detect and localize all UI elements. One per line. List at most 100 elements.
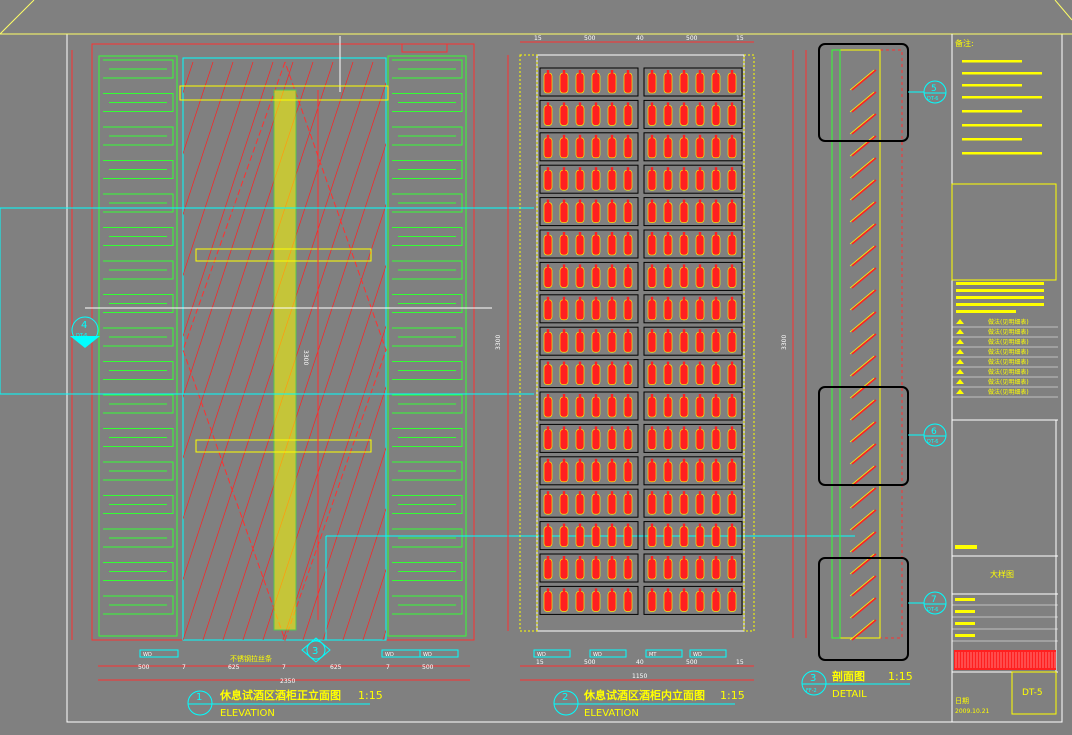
- wine-bottle: [695, 72, 705, 94]
- wine-bottle-neck: [730, 556, 734, 561]
- detail-box: [818, 557, 909, 661]
- section-hatch-line: [849, 531, 875, 553]
- callout-5[interactable]: 5 DT-6: [908, 80, 947, 104]
- callout-ref: DT-6: [927, 439, 938, 445]
- wine-bottle-neck: [730, 264, 734, 270]
- wine-bottle-neck: [698, 426, 702, 432]
- wine-bottle-neck: [594, 264, 598, 270]
- wine-bottle: [663, 396, 673, 418]
- wine-bottle-neck: [650, 102, 654, 108]
- wine-bottle: [543, 364, 553, 385]
- wine-bottle-neck: [730, 199, 734, 205]
- callout-6[interactable]: 6 DT-6: [908, 423, 947, 447]
- wine-bottle: [711, 526, 721, 547]
- section-hatch-line: [849, 355, 875, 377]
- hatch-line: [183, 62, 294, 398]
- wine-bottle: [623, 558, 633, 580]
- note-line: [962, 60, 1022, 63]
- wine-bottle-neck: [626, 264, 630, 270]
- wine-bottle: [663, 137, 673, 159]
- section-hatch-line: [851, 91, 877, 113]
- wine-bottle: [679, 202, 689, 223]
- wine-bottle-neck: [714, 232, 718, 237]
- wine-bottle-neck: [626, 588, 630, 594]
- section-hatch-line: [849, 289, 875, 311]
- material-tag: [689, 649, 727, 658]
- section-hatch-line: [851, 399, 877, 421]
- wine-bottle: [711, 169, 721, 191]
- rack-shelf: [392, 227, 463, 246]
- wine-cell: [643, 553, 743, 583]
- wine-bottle: [727, 234, 737, 256]
- callout-ref: DT-6: [927, 607, 938, 613]
- wine-bottle: [607, 105, 617, 126]
- material-tag: [139, 649, 179, 658]
- wine-bottle-neck: [610, 264, 614, 270]
- wine-bottle-neck: [714, 264, 718, 270]
- wine-bottle-neck: [698, 588, 702, 594]
- callout-3[interactable]: 3: [301, 535, 855, 663]
- wine-bottle-neck: [682, 458, 686, 464]
- legend-label: 做法(见明细表): [988, 378, 1029, 386]
- wine-bottle: [543, 169, 553, 191]
- wine-bottle: [575, 396, 585, 418]
- wine-bottle: [543, 105, 553, 126]
- hatch-line: [242, 203, 386, 640]
- wine-bottle-neck: [698, 491, 702, 497]
- wine-bottle: [607, 169, 617, 191]
- wine-bottle: [559, 558, 569, 580]
- wine-bottle: [679, 267, 689, 288]
- wine-cell: [643, 261, 743, 291]
- section-hatch-line: [851, 69, 877, 91]
- wine-bottle: [575, 364, 585, 385]
- wine-bottle: [679, 234, 689, 256]
- sheet-border-corner: [1054, 0, 1072, 21]
- callout-7[interactable]: 7 DT-6: [908, 591, 947, 615]
- hatch-line: [563, 62, 753, 640]
- view-number: 2: [562, 692, 568, 703]
- wine-bottle-neck: [666, 102, 670, 108]
- hatch-line: [0, 62, 33, 640]
- wine-bottle: [711, 105, 721, 126]
- wine-bottle-neck: [626, 296, 630, 302]
- dim-text: 15: [536, 659, 544, 666]
- wine-bottle: [647, 396, 657, 418]
- wine-rack-right: [387, 55, 467, 637]
- wine-bottle: [543, 558, 553, 580]
- callout-circle: [923, 423, 947, 447]
- callout-4[interactable]: 4 DT-6: [0, 207, 534, 395]
- spec-lines: [956, 282, 1044, 313]
- wine-bottle-neck: [594, 458, 598, 464]
- material-tag-label: WD: [423, 652, 432, 658]
- legend-label: 做法(见明细表): [988, 318, 1029, 326]
- wine-bottle: [647, 202, 657, 223]
- wine-bottle-neck: [698, 329, 702, 335]
- wine-bottle: [575, 72, 585, 94]
- wine-bottle-neck: [578, 394, 582, 399]
- rack-shelf: [103, 126, 174, 146]
- wine-bottle: [559, 364, 569, 385]
- title-block-field: [955, 598, 975, 601]
- wine-bottle-neck: [594, 361, 598, 367]
- wine-bottle: [559, 526, 569, 547]
- wine-bottle-neck: [610, 394, 614, 399]
- view-subtitle: ELEVATION: [220, 708, 275, 719]
- section-hatch-line: [849, 267, 875, 289]
- wine-bottle: [607, 526, 617, 547]
- wine-bottle-neck: [626, 329, 630, 335]
- dim-text: 500: [686, 659, 698, 666]
- section-glass: [831, 49, 841, 639]
- wine-bottle: [679, 137, 689, 159]
- wine-bottle: [663, 267, 673, 288]
- hatch-line: [183, 62, 354, 581]
- wine-bottle: [711, 461, 721, 483]
- section-hatch-line: [849, 201, 875, 223]
- wine-bottle: [607, 299, 617, 321]
- wine-bottle: [695, 364, 705, 385]
- wine-cell: [539, 456, 639, 486]
- wine-bottle: [711, 137, 721, 159]
- wine-bottle-neck: [626, 361, 630, 367]
- wine-bottle-neck: [594, 70, 598, 75]
- wine-bottle: [647, 234, 657, 256]
